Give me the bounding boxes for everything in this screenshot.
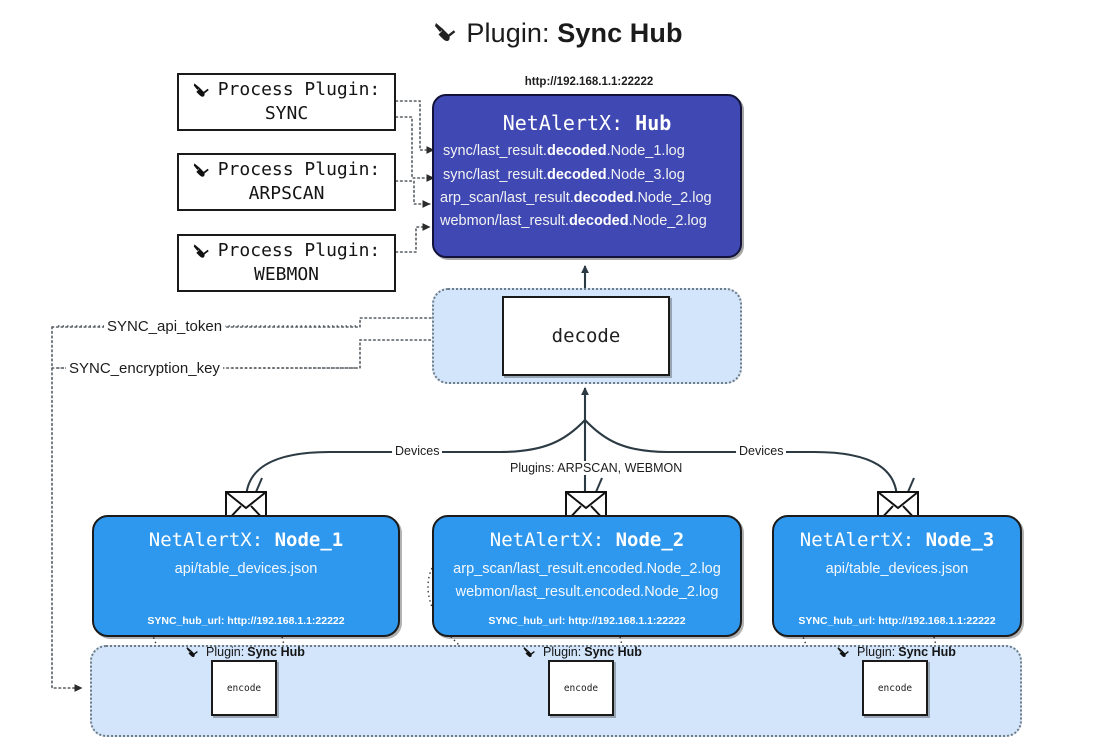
sync-hub-label-prefix: Plugin: <box>857 645 896 659</box>
sync-hub-label-name: Sync Hub <box>247 645 305 659</box>
hub-log-1: sync/last_result.decoded.Node_1.log <box>443 143 685 159</box>
encode-box-node-3[interactable]: encode <box>862 660 928 716</box>
process-plugin-name: ARPSCAN <box>248 183 325 204</box>
plug-icon <box>193 81 213 99</box>
node-line: api/table_devices.json <box>825 561 969 577</box>
node-line: arp_scan/last_result.encoded.Node_2.log <box>453 561 721 577</box>
sync-hub-plugin-label-3: Plugin: Sync Hub <box>837 645 956 659</box>
hub-title: NetAlertX: Hub <box>434 111 740 135</box>
sync-hub-label-name: Sync Hub <box>898 645 956 659</box>
edge-label-devices-right: Devices <box>736 444 787 458</box>
node-hub-url: SYNC_hub_url: http://192.168.1.1:22222 <box>798 615 996 627</box>
node-box-node-2[interactable]: NetAlertX: Node_2 arp_scan/last_result.e… <box>432 515 742 637</box>
process-plugin-header: Process Plugin: <box>217 159 381 181</box>
page-title-name: Sync Hub <box>557 18 683 48</box>
sync-hub-label-prefix: Plugin: <box>206 645 245 659</box>
page-title: Plugin: Sync Hub <box>0 18 1117 49</box>
sync-hub-plugin-label-2: Plugin: Sync Hub <box>523 645 642 659</box>
plug-icon <box>434 20 461 44</box>
encode-box-node-2[interactable]: encode <box>548 660 614 716</box>
hub-url-label: http://192.168.1.1:22222 <box>524 76 654 88</box>
plug-icon <box>837 645 852 659</box>
hub-log-3: arp_scan/last_result.decoded.Node_2.log <box>440 190 712 206</box>
hub-title-prefix: NetAlertX: <box>502 111 624 135</box>
sync-hub-label-prefix: Plugin: <box>543 645 582 659</box>
encode-box-node-1[interactable]: encode <box>211 660 277 716</box>
plug-icon <box>523 645 538 659</box>
process-plugin-header: Process Plugin: <box>217 240 381 262</box>
node-title: NetAlertX: Node_3 <box>799 529 995 551</box>
process-plugin-webmon[interactable]: Process Plugin: WEBMON <box>177 234 396 292</box>
node-box-node-3[interactable]: NetAlertX: Node_3 api/table_devices.json… <box>772 515 1022 637</box>
plug-icon <box>193 161 213 179</box>
plug-icon <box>186 645 201 659</box>
node-hub-url: SYNC_hub_url: http://192.168.1.1:22222 <box>488 615 686 627</box>
plug-icon <box>193 242 213 260</box>
node-line: webmon/last_result.encoded.Node_2.log <box>455 584 719 600</box>
edge-label-plugins-center: Plugins: ARPSCAN, WEBMON <box>507 461 686 475</box>
secret-label-encryption-key: SYNC_encryption_key <box>66 360 223 377</box>
node-title: NetAlertX: Node_1 <box>148 529 344 551</box>
node-hub-url: SYNC_hub_url: http://192.168.1.1:22222 <box>147 615 345 627</box>
page-title-prefix: Plugin: <box>466 18 550 48</box>
hub-node[interactable]: NetAlertX: Hub sync/last_result.decoded.… <box>432 94 742 258</box>
edge-label-devices-left: Devices <box>392 444 443 458</box>
node-line: api/table_devices.json <box>174 561 318 577</box>
sync-hub-plugin-label-1: Plugin: Sync Hub <box>186 645 305 659</box>
process-plugin-name: WEBMON <box>253 264 320 285</box>
sync-hub-label-name: Sync Hub <box>584 645 642 659</box>
process-plugin-name: SYNC <box>264 103 309 124</box>
hub-log-2: sync/last_result.decoded.Node_3.log <box>443 167 685 183</box>
hub-title-name: Hub <box>635 111 672 135</box>
node-box-node-1[interactable]: NetAlertX: Node_1 api/table_devices.json… <box>92 515 400 637</box>
process-plugin-header: Process Plugin: <box>217 79 381 101</box>
node-title: NetAlertX: Node_2 <box>489 529 685 551</box>
process-plugin-arpscan[interactable]: Process Plugin: ARPSCAN <box>177 153 396 211</box>
process-plugin-sync[interactable]: Process Plugin: SYNC <box>177 73 396 131</box>
hub-log-4: webmon/last_result.decoded.Node_2.log <box>440 213 707 229</box>
decode-box[interactable]: decode <box>502 296 670 376</box>
secret-label-api-token: SYNC_api_token <box>104 318 226 335</box>
